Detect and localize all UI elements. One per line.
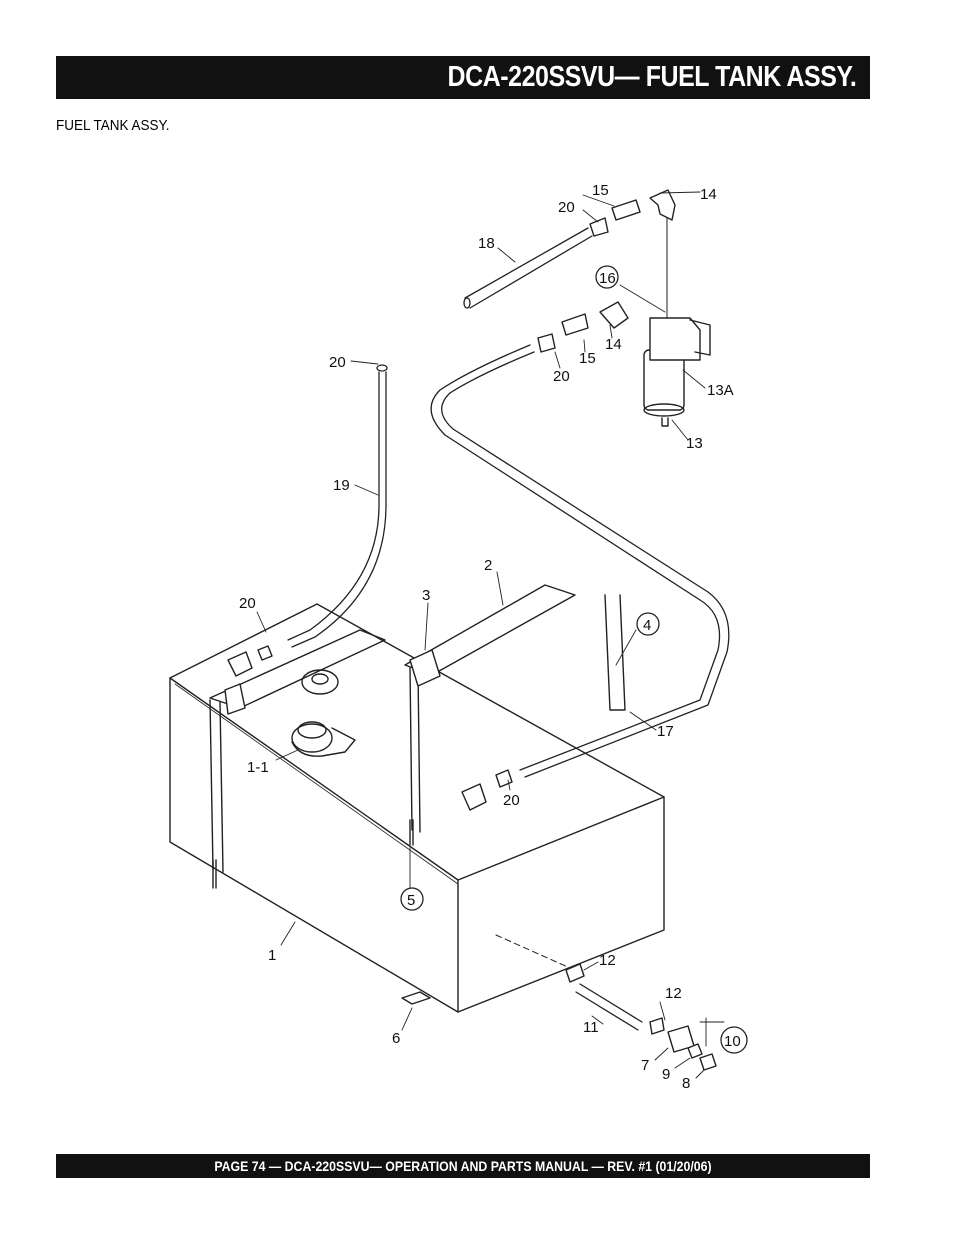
callout-18: 18 — [478, 235, 495, 252]
callout-7: 7 — [641, 1057, 649, 1074]
callout-12-a: 12 — [599, 952, 616, 969]
callout-15-mid: 15 — [579, 350, 596, 367]
drain-valve — [565, 963, 717, 1071]
callout-15-top: 15 — [592, 182, 609, 199]
callout-circle-10 — [720, 1026, 748, 1054]
header-bar: DCA-220SSVU— FUEL TANK ASSY. — [56, 56, 870, 99]
callout-6: 6 — [392, 1030, 400, 1047]
callout-circle-16 — [595, 265, 619, 289]
callout-16: 16 — [599, 270, 616, 287]
tank-strap-right — [404, 584, 626, 833]
elbow-fitting-top — [589, 189, 676, 237]
callout-4: 4 — [643, 617, 651, 634]
callout-3: 3 — [422, 587, 430, 604]
callout-12-b: 12 — [665, 985, 682, 1002]
callout-2: 2 — [484, 557, 492, 574]
strap-bolts — [212, 819, 414, 889]
callout-10: 10 — [724, 1033, 741, 1050]
callout-5: 5 — [407, 892, 415, 909]
callout-13a: 13A — [707, 382, 734, 399]
callout-20-mid: 20 — [553, 368, 570, 385]
tank-bracket — [401, 991, 431, 1005]
callout-17: 17 — [657, 723, 674, 740]
leader-lines — [256, 191, 725, 1079]
callout-20-lower: 20 — [503, 792, 520, 809]
callout-8: 8 — [682, 1075, 690, 1092]
elbow-fitting-tank-left — [227, 645, 273, 677]
tank-strap-left — [209, 629, 386, 873]
fuel-supply-hose — [430, 344, 730, 778]
section-subheading: FUEL TANK ASSY. — [56, 117, 170, 134]
callout-circle-4 — [636, 612, 660, 636]
fuel-tank-body — [169, 603, 665, 1013]
elbow-fitting-mid — [537, 301, 629, 353]
drain-hose — [575, 983, 643, 1031]
callout-20-left: 20 — [329, 354, 346, 371]
fuel-return-hose — [287, 364, 388, 648]
callout-1: 1 — [268, 947, 276, 964]
callout-20-tank: 20 — [239, 595, 256, 612]
callout-13: 13 — [686, 435, 703, 452]
elbow-fitting-tank-lower — [461, 769, 513, 811]
footer-bar: PAGE 74 — DCA-220SSVU— OPERATION AND PAR… — [56, 1154, 870, 1178]
page-footer: PAGE 74 — DCA-220SSVU— OPERATION AND PAR… — [214, 1158, 712, 1174]
callout-9: 9 — [662, 1066, 670, 1083]
callout-20-top: 20 — [558, 199, 575, 216]
page-title: DCA-220SSVU— FUEL TANK ASSY. — [447, 61, 856, 93]
callout-circles — [400, 265, 748, 1054]
callout-19: 19 — [333, 477, 350, 494]
fuel-cap — [291, 721, 356, 757]
callout-11: 11 — [583, 1019, 599, 1036]
callout-1-1: 1-1 — [247, 759, 269, 776]
fuel-hose-18 — [463, 227, 593, 309]
callout-labels: 15 14 20 18 16 20 15 14 13A 13 20 19 2 2… — [239, 182, 741, 1092]
fuel-filter — [643, 217, 711, 427]
callout-14-mid: 14 — [605, 336, 622, 353]
callout-14-top: 14 — [700, 186, 717, 203]
callout-circle-5 — [400, 887, 424, 911]
